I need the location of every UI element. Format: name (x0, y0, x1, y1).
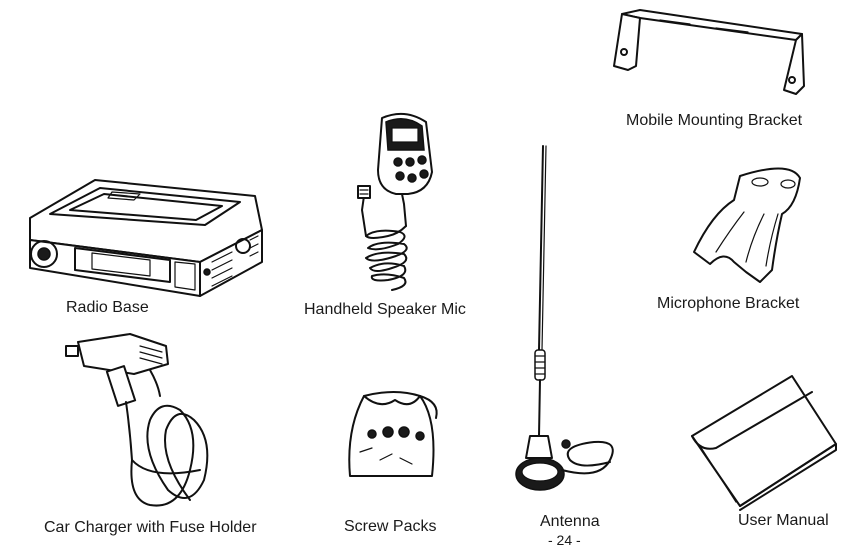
item-label: Radio Base (66, 299, 149, 316)
item-label: Microphone Bracket (657, 295, 800, 312)
page-number: - 24 - (548, 532, 581, 548)
item-label: Mobile Mounting Bracket (626, 112, 803, 129)
item-label: User Manual (738, 512, 829, 529)
item-label: Car Charger with Fuse Holder (44, 519, 257, 536)
item-label: Handheld Speaker Mic (304, 301, 466, 318)
item-label: Screw Packs (344, 518, 437, 535)
item-label: Antenna (540, 513, 600, 530)
